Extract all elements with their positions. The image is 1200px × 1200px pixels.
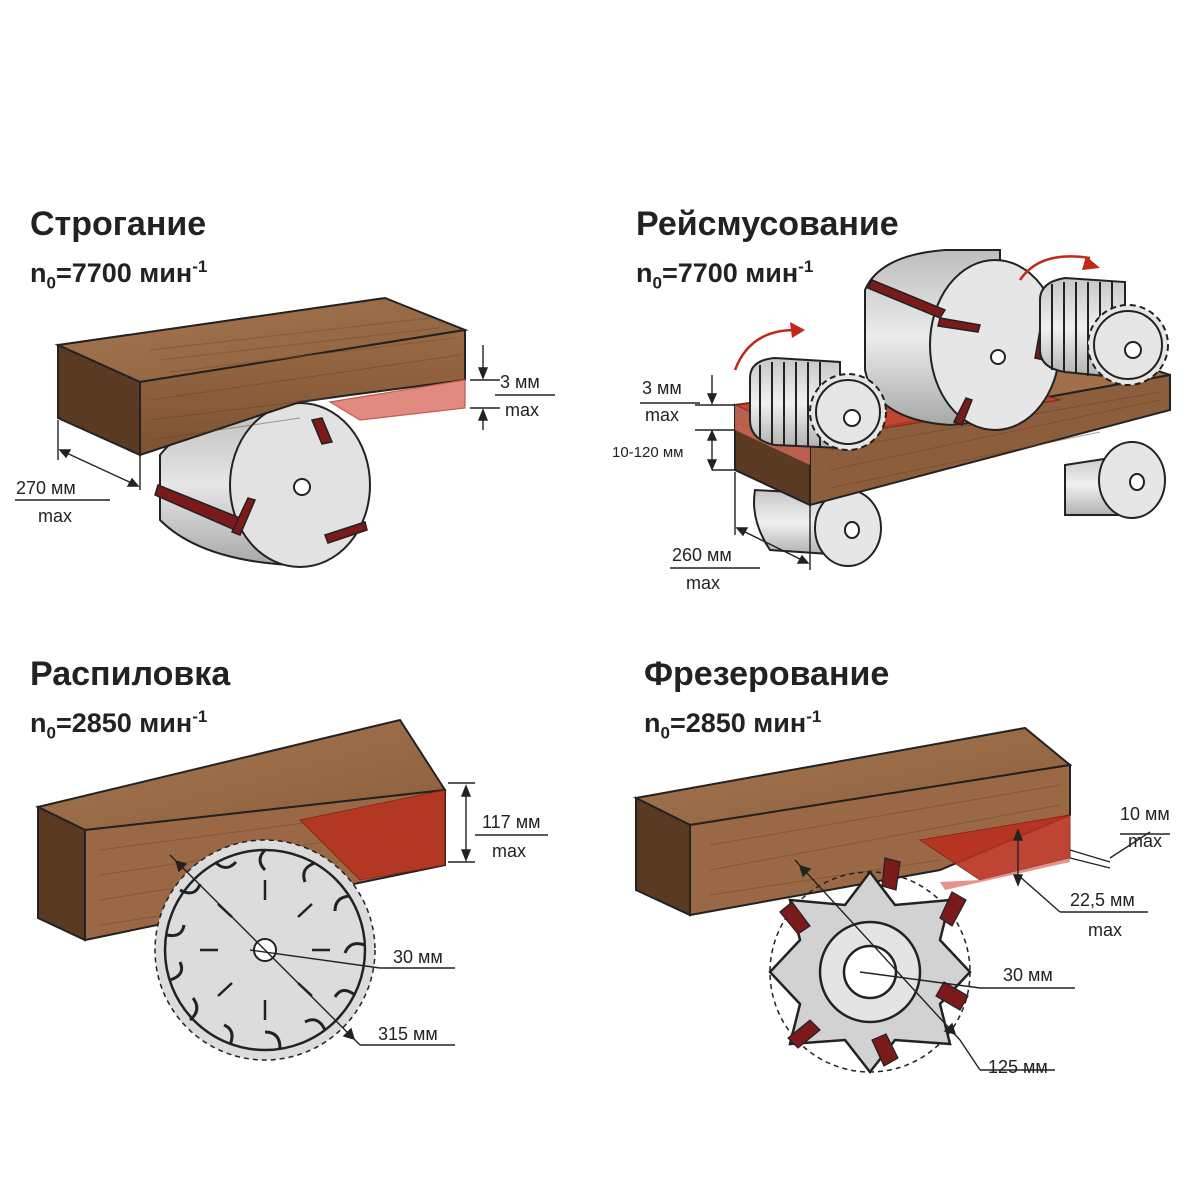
sawing-diagram: 30 мм 315 мм 117 мм max	[35, 718, 548, 1061]
title-thicknessing: Рейсмусование	[636, 205, 899, 243]
dim-depth-planing-max: max	[505, 400, 539, 420]
title-milling: Фрезерование	[644, 655, 890, 693]
dim-depth-thicknessing	[640, 375, 735, 471]
title-sawing: Распиловка	[30, 655, 231, 693]
milling-diagram: 30 мм 125 мм 22,5 мм max 10 мм max	[632, 726, 1170, 1077]
feed-roller-left	[749, 356, 887, 451]
dim-width-milling	[1069, 831, 1170, 869]
speed-thicknessing: n0=7700 мин-1	[636, 257, 814, 293]
speed-planing: n0=7700 мин-1	[30, 257, 208, 293]
bottom-roller-left	[753, 488, 882, 567]
thicknessing-diagram: 3 мм max 10-120 мм 260 мм max	[612, 249, 1171, 593]
saw-cut-zone	[298, 789, 446, 881]
dim-depth-milling	[1012, 828, 1148, 913]
dim-width-milling-label: 10 мм	[1120, 804, 1170, 824]
dim-cut-sawing-label: 117 мм	[482, 812, 540, 832]
rotation-arrow-left	[733, 322, 805, 371]
panel-planing: Строгание n0=7700 мин-1	[0, 0, 600, 600]
dim-depth-planing	[470, 345, 555, 430]
dim-width-thicknessing-label: 260 мм	[672, 545, 732, 565]
dim-width-thicknessing	[670, 472, 811, 570]
dim-cut-sawing	[448, 782, 548, 863]
dim-cut-sawing-max: max	[492, 841, 526, 861]
panel-sawing: Распиловка n0=2850 мин-1	[0, 600, 600, 1200]
dim-width-planing	[15, 420, 141, 501]
dim-diameter-sawing-label: 315 мм	[378, 1024, 438, 1044]
dim-diameter-sawing	[169, 854, 455, 1046]
dim-depth-thicknessing-max: max	[645, 405, 679, 425]
planing-diagram: 3 мм max 270 мм max	[15, 296, 555, 568]
thicknessing-drum	[864, 249, 1061, 431]
dim-depth-planing-label: 3 мм	[500, 372, 540, 392]
planer-drum	[154, 402, 371, 568]
dim-depth-milling-label: 22,5 мм	[1070, 890, 1135, 910]
panel-milling: Фрезерование n0=2850 мин-1	[600, 600, 1200, 1200]
dim-bore-sawing-label: 30 мм	[393, 947, 443, 967]
milling-cutter	[768, 857, 972, 1075]
dim-depth-milling-max: max	[1088, 920, 1122, 940]
dim-depth-thicknessing-label: 3 мм	[642, 378, 682, 398]
dim-height-thicknessing-label: 10-120 мм	[612, 444, 684, 461]
dim-diameter-milling-label: 125 мм	[988, 1057, 1048, 1077]
planed-strip	[328, 379, 466, 421]
milling-board	[632, 726, 1073, 917]
panel-thicknessing: Рейсмусование n0=7700 мин-1	[600, 0, 1200, 600]
feed-roller-right	[1039, 276, 1169, 386]
dim-bore-milling-label: 30 мм	[1003, 965, 1053, 985]
speed-milling: n0=2850 мин-1	[644, 707, 822, 743]
bottom-roller-right	[1064, 441, 1166, 519]
dim-width-milling-max: max	[1128, 831, 1162, 851]
rotation-arrow-right	[1018, 255, 1100, 281]
dim-width-planing-max: max	[38, 506, 72, 526]
planing-board	[54, 296, 469, 457]
dim-width-thicknessing-max: max	[686, 573, 720, 593]
dim-diameter-milling	[794, 859, 1075, 1071]
dim-width-planing-label: 270 мм	[16, 478, 76, 498]
speed-sawing: n0=2850 мин-1	[30, 707, 208, 743]
title-planing: Строгание	[30, 205, 207, 243]
